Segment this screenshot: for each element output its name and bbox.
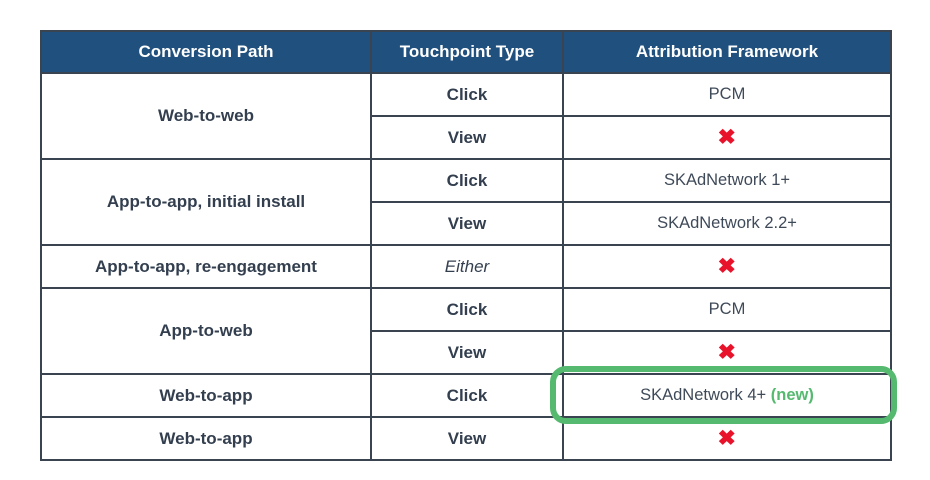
red-x-icon: ✖ [717,125,737,149]
framework-cell: ✖ [562,330,892,375]
touchpoint-cell: View [370,330,564,375]
red-x-icon: ✖ [717,340,737,364]
table-row: App-to-app, initial install Click SKAdNe… [40,158,892,246]
framework-cell: PCM [562,72,892,117]
conversion-path-cell: App-to-app, initial install [40,158,372,246]
red-x-icon: ✖ [717,254,737,278]
conversion-path-cell: Web-to-app [40,416,372,461]
touchpoint-cell: View [370,416,564,461]
touchpoint-cell: View [370,201,564,246]
framework-cell: SKAdNetwork 2.2+ [562,201,892,246]
table-row: App-to-web Click PCM [40,287,892,375]
framework-cell: PCM [562,287,892,332]
conversion-path-cell: App-to-app, re-engagement [40,244,372,289]
touchpoint-cell: Either [370,244,564,289]
column-header-conversion-path: Conversion Path [40,30,372,74]
touchpoint-cell: Click [370,287,564,332]
attribution-table: Conversion Path Touchpoint Type Attribut… [40,30,897,461]
touchpoint-cell: Click [370,373,564,418]
column-header-touchpoint-type: Touchpoint Type [370,30,564,74]
new-badge: (new) [770,386,814,404]
header-row: Conversion Path Touchpoint Type Attribut… [40,30,892,74]
touchpoint-cell: Click [370,72,564,117]
column-header-attribution-framework: Attribution Framework [562,30,892,74]
touchpoint-cell: Click [370,158,564,203]
framework-cell: ✖ [562,244,892,289]
framework-cell: SKAdNetwork 1+ [562,158,892,203]
table-row: Web-to-web Click PCM [40,72,892,160]
table-row: Web-to-app View ✖ [40,416,892,461]
framework-value: SKAdNetwork 4+ [640,386,767,404]
red-x-icon: ✖ [717,426,737,450]
conversion-path-cell: Web-to-app [40,373,372,418]
framework-cell: ✖ [562,115,892,160]
touchpoint-cell: View [370,115,564,160]
framework-cell: ✖ [562,416,892,461]
framework-cell-highlighted: SKAdNetwork 4+ (new) [550,366,897,424]
table-row: View ✖ [41,115,892,160]
table-row: App-to-app, re-engagement Either ✖ [40,244,892,289]
table-row: View SKAdNetwork 2.2+ [41,201,892,246]
conversion-path-cell: Web-to-web [40,72,372,160]
conversion-path-cell: App-to-web [40,287,372,375]
table-row: Web-to-app Click SKAdNetwork 4+ (new) [40,366,897,424]
